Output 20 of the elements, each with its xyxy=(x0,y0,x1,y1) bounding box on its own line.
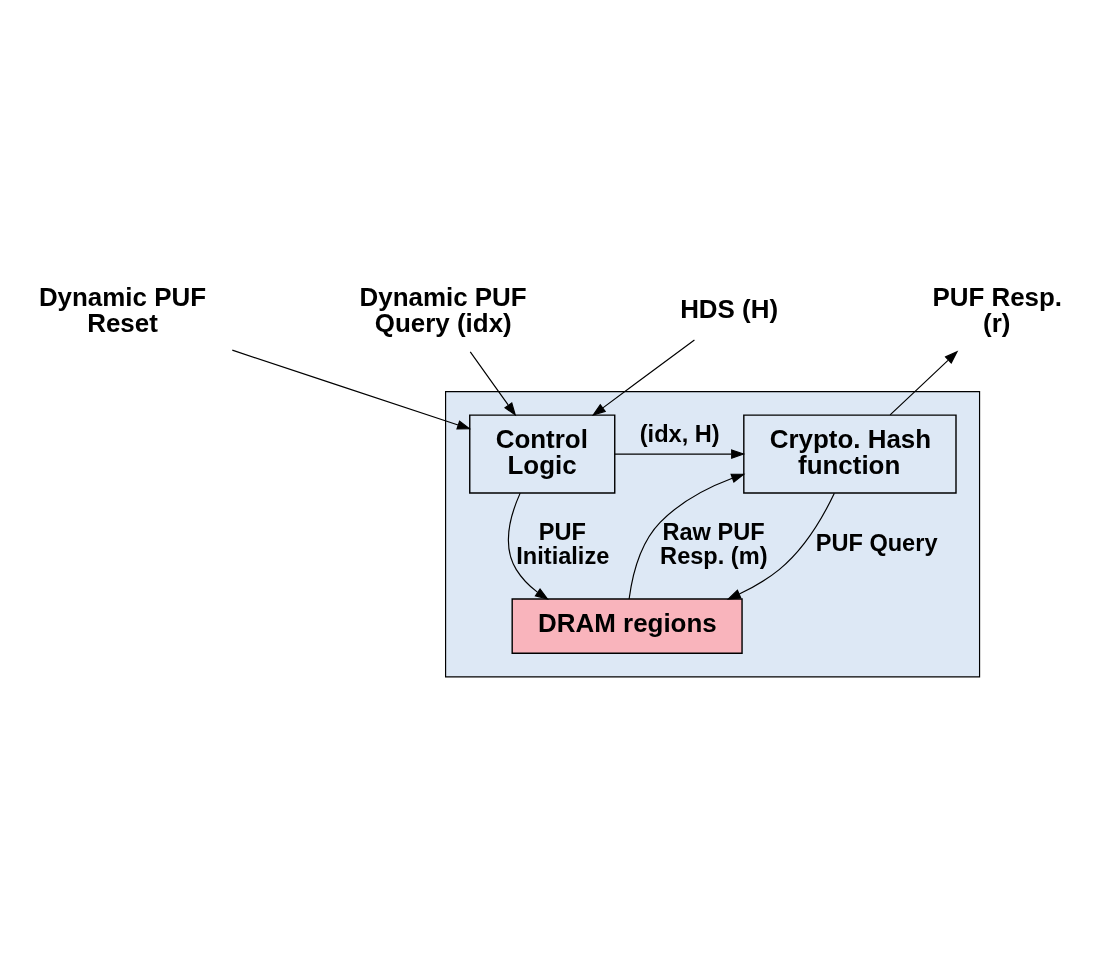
cluster xyxy=(445,390,981,677)
edge-label: (idx, H) xyxy=(639,420,720,447)
arrow xyxy=(591,338,695,416)
arrow xyxy=(628,473,746,600)
node-text: Dynamic PUF Reset xyxy=(38,282,207,337)
node-box: Control Logic xyxy=(469,413,616,494)
node-text: PUF Resp. (r) xyxy=(932,282,1063,337)
arrow xyxy=(469,350,517,416)
node-box: DRAM regions xyxy=(511,597,743,654)
edge-label: PUF Query xyxy=(815,529,938,556)
arrow xyxy=(231,349,472,430)
arrow xyxy=(507,492,549,600)
node-text: HDS (H) xyxy=(680,294,779,323)
edge-label: PUF Initialize xyxy=(516,518,610,569)
node-text: Dynamic PUF Query (idx) xyxy=(359,282,527,337)
edge-label: Raw PUF Resp. (m) xyxy=(660,518,768,569)
node-box: Crypto. Hash function xyxy=(743,413,957,494)
arrow xyxy=(726,492,835,600)
arrow xyxy=(614,448,746,459)
arrow xyxy=(889,350,959,415)
